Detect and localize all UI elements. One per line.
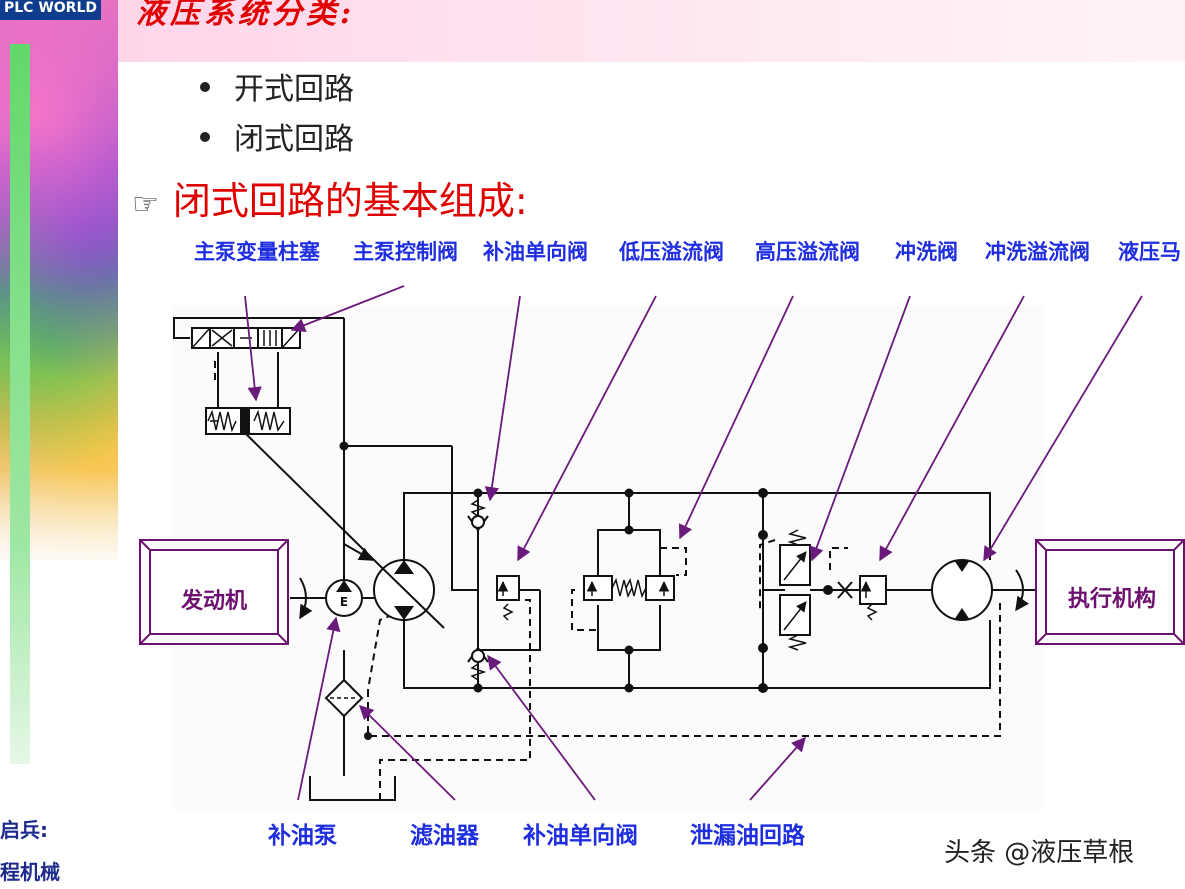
engine-label: 发动机 [180,588,247,614]
charge-check-valve-top-symbol [467,499,489,532]
label-high-pressure-relief-valve: 高压溢流阀 [755,240,860,264]
pointing-hand-icon: ☞ [132,187,159,222]
label-charge-check-valve-top: 补油单向阀 [483,240,588,264]
section-heading-text: 闭式回路的基本组成: [172,179,528,223]
bullet-open-circuit: 开式回路 [200,64,354,108]
top-band [0,0,1185,62]
section-heading: ☞ 闭式回路的基本组成: [132,170,528,225]
bullet-dot [200,131,210,142]
charge-pump-letter: E [340,595,348,609]
charge-relief-valve-symbol [496,575,520,621]
leakage-drain-lines [214,360,1001,800]
plc-world-logo: PLC WORLD [0,0,101,20]
watermark: 头条 @液压草根 [944,838,1135,868]
oil-tank [309,776,396,801]
charge-pump-symbol: E [325,579,363,617]
author-line-2: 程机械 [0,860,60,884]
label-flush-relief-valve: 冲洗溢流阀 [985,240,1090,264]
flush-valve-symbol [837,575,887,621]
junction-dots [339,441,833,740]
high-pressure-relief-valve-symbol [779,529,811,651]
slide-title: 液压系统分类: [136,0,356,31]
label-filter: 滤油器 [410,823,479,849]
label-leakage-oil-circuit: 泄漏油回路 [690,823,805,849]
variable-piston-cylinder-symbol [205,407,291,435]
bullet-text: 闭式回路 [234,122,354,157]
label-charge-pump: 补油泵 [268,823,337,849]
label-main-pump-variable-piston: 主泵变量柱塞 [194,240,320,264]
bullet-dot [200,81,210,92]
actuator-box: 执行机构 [1035,539,1185,645]
main-pump-control-valve-symbol [191,327,301,349]
charge-check-valve-bottom-symbol [467,646,489,681]
label-leader-lines [244,285,1143,801]
label-main-pump-control-valve: 主泵控制阀 [353,240,458,264]
low-pressure-relief-valve-symbol [583,575,675,601]
label-charge-check-valve-bottom: 补油单向阀 [523,823,638,849]
engine-box: 发动机 [139,539,289,645]
hydraulic-motor-symbol [931,559,1036,621]
scan-background [172,306,1044,810]
actuator-label: 执行机构 [1068,586,1156,612]
author-line-1: 启兵: [0,818,48,842]
label-low-pressure-relief-valve: 低压溢流阀 [619,240,724,264]
green-side-bar [10,44,30,764]
filter-symbol [324,678,364,718]
main-variable-pump-symbol [243,431,445,629]
label-flush-valve: 冲洗阀 [895,240,958,264]
bullet-closed-circuit: 闭式回路 [200,114,354,158]
label-hydraulic-motor: 液压马 [1118,240,1181,264]
engine-rotation-arrow [299,577,313,620]
bullet-text: 开式回路 [234,72,354,107]
